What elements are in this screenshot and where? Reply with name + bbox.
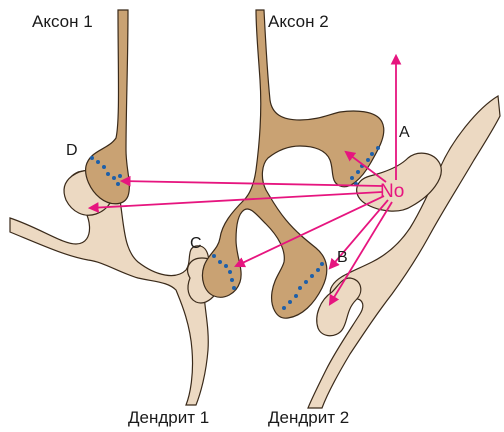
label-dendrite-2: Дендрит 2 bbox=[268, 408, 349, 427]
vesicle bbox=[218, 260, 222, 264]
vesicle bbox=[112, 176, 116, 180]
vesicle bbox=[106, 172, 110, 176]
vesicle bbox=[224, 264, 228, 268]
label-D: D bbox=[66, 142, 78, 159]
vesicle bbox=[212, 254, 216, 258]
vesicle bbox=[376, 146, 380, 150]
vesicle bbox=[310, 274, 314, 278]
vesicle bbox=[116, 182, 120, 186]
label-axon-1: Аксон 1 bbox=[32, 12, 93, 31]
vesicle bbox=[118, 174, 122, 178]
vesicle bbox=[316, 268, 320, 272]
dendrite-1 bbox=[10, 171, 209, 405]
vesicle bbox=[356, 170, 360, 174]
vesicle bbox=[90, 156, 94, 160]
label-axon-2: Аксон 2 bbox=[268, 12, 329, 31]
label-A: A bbox=[399, 124, 410, 141]
vesicle bbox=[232, 286, 236, 290]
label-B: B bbox=[337, 249, 348, 266]
vesicle bbox=[298, 286, 302, 290]
arrow-to-D-spine bbox=[90, 192, 382, 208]
vesicle bbox=[304, 280, 308, 284]
dendrite-1-shaft bbox=[10, 171, 209, 405]
vesicle bbox=[370, 152, 374, 156]
vesicle bbox=[350, 176, 354, 180]
vesicle bbox=[288, 300, 292, 304]
label-C: C bbox=[190, 235, 202, 252]
vesicle bbox=[320, 262, 324, 266]
vesicle bbox=[366, 158, 370, 162]
label-dendrite-1: Дендрит 1 bbox=[128, 408, 209, 427]
vesicle bbox=[282, 306, 286, 310]
vesicle bbox=[228, 270, 232, 274]
vesicle bbox=[230, 278, 234, 282]
label-no: No bbox=[380, 181, 404, 202]
vesicle bbox=[294, 294, 298, 298]
vesicle bbox=[96, 160, 100, 164]
vesicle bbox=[102, 165, 106, 169]
